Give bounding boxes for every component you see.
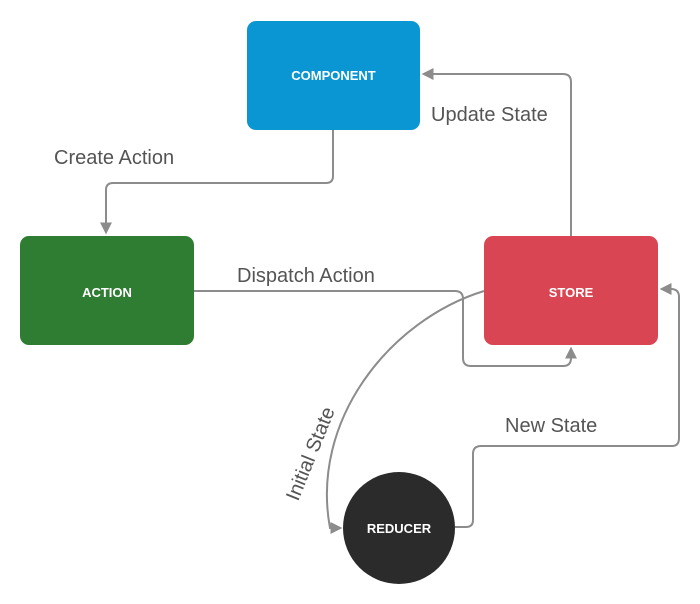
label-create-action: Create Action <box>54 147 174 169</box>
store-label: STORE <box>549 285 594 300</box>
edge-update-state <box>421 68 572 236</box>
edge-dispatch-action <box>194 290 577 367</box>
component-label: COMPONENT <box>291 68 376 83</box>
edge-create-action <box>100 130 334 235</box>
label-update-state: Update State <box>431 104 548 126</box>
node-component[interactable]: COMPONENT <box>247 21 420 130</box>
edge-initial-state <box>325 290 485 534</box>
action-label: ACTION <box>82 285 132 300</box>
reducer-circle <box>343 472 455 584</box>
edge-new-state <box>455 283 680 528</box>
node-action[interactable]: ACTION <box>20 236 194 345</box>
reducer-label: REDUCER <box>367 521 432 536</box>
label-dispatch-action: Dispatch Action <box>237 265 375 287</box>
node-store[interactable]: STORE <box>484 236 658 345</box>
action-box <box>20 236 194 345</box>
label-new-state: New State <box>505 415 597 437</box>
component-box <box>247 21 420 130</box>
store-box <box>484 236 658 345</box>
node-reducer[interactable]: REDUCER <box>343 472 455 584</box>
